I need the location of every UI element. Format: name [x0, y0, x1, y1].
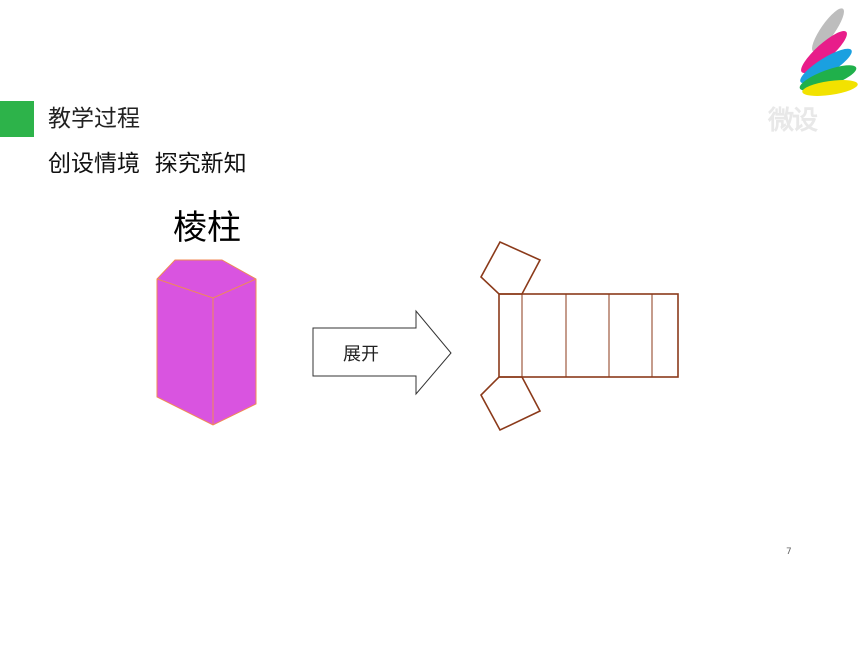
- unfold-arrow: [312, 309, 452, 396]
- logo-petals: [799, 8, 858, 96]
- prism-solid: [156, 259, 257, 426]
- logo-text: 微设: [768, 106, 818, 136]
- logo-petal-magenta: [801, 31, 847, 73]
- net-bottom-pentagon: [480, 376, 542, 432]
- page-title: 教学过程: [48, 106, 140, 132]
- logo-petal-gray: [812, 8, 844, 52]
- arrow-label: 展开: [343, 344, 379, 365]
- page-number: 7: [786, 547, 792, 557]
- prism-label: 棱柱: [173, 208, 241, 248]
- logo-petal-blue: [800, 48, 852, 84]
- prism-body: [156, 259, 257, 426]
- net-lateral-faces: [498, 293, 679, 378]
- section-marker: [0, 101, 34, 137]
- logo-petal-yellow: [802, 80, 858, 96]
- prism-net: [480, 240, 679, 432]
- logo-petal-green: [799, 65, 857, 91]
- page-subtitle: 创设情境 探究新知: [48, 151, 247, 177]
- net-top-pentagon: [480, 240, 542, 295]
